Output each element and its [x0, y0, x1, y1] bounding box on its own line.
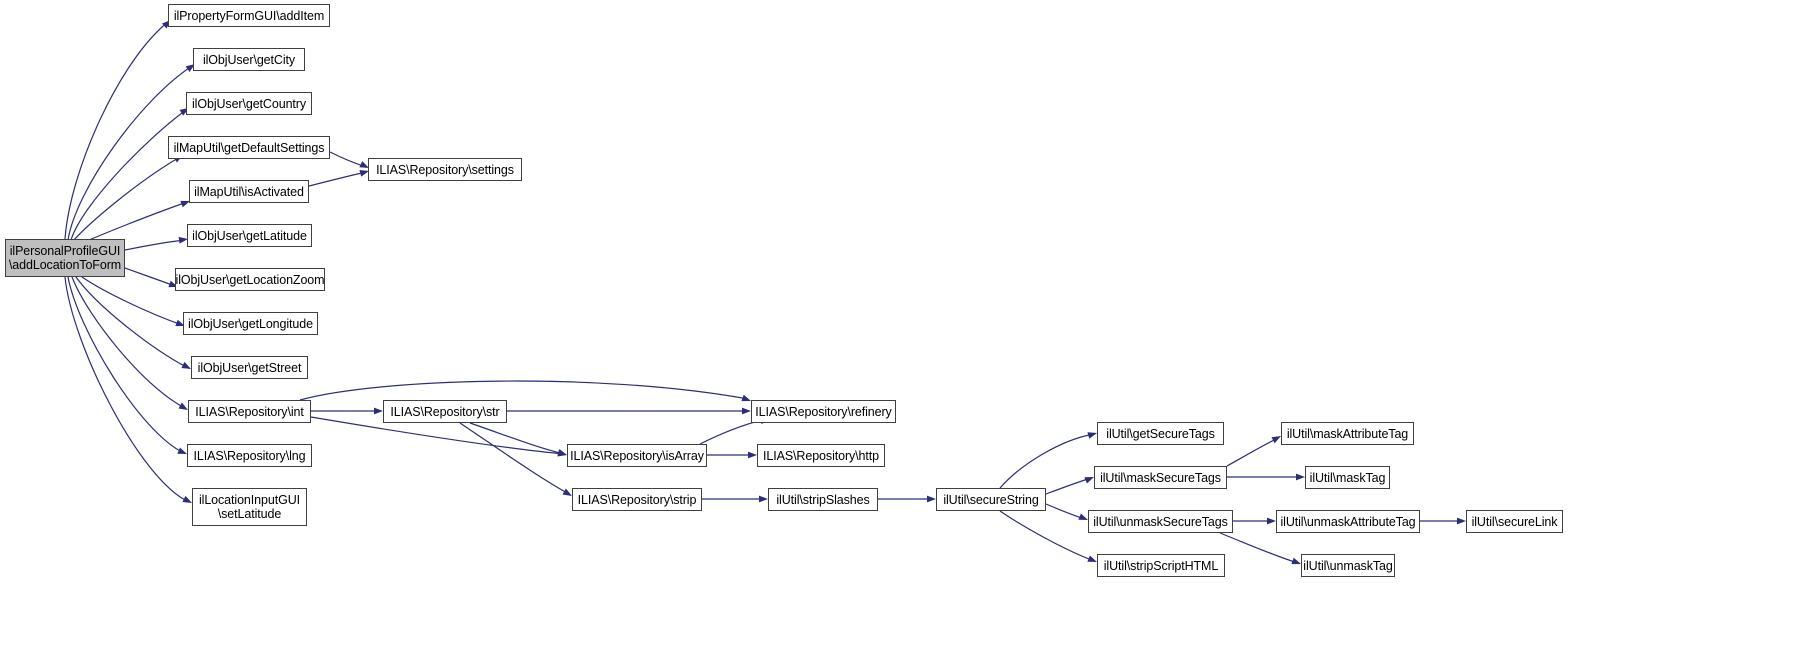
edge-isActivated-to-settings [308, 171, 367, 187]
graph-node-unmaskAttributeTag[interactable]: ilUtil\unmaskAttributeTag [1276, 510, 1420, 533]
graph-node-label: ilUtil\stripScriptHTML [1103, 558, 1219, 573]
graph-node-label: ilUtil\unmaskTag [1303, 558, 1393, 573]
graph-node-getSecureTags[interactable]: ilUtil\getSecureTags [1097, 422, 1224, 445]
graph-node-settings[interactable]: ILIAS\Repository\settings [368, 158, 522, 181]
graph-node-lng[interactable]: ILIAS\Repository\lng [187, 444, 312, 467]
edge-secureString-to-unmaskSecureTags [1045, 503, 1086, 520]
graph-node-maskAttributeTag[interactable]: ilUtil\maskAttributeTag [1281, 422, 1414, 445]
graph-node-root: ilPersonalProfileGUI \addLocationToForm [5, 239, 125, 277]
graph-node-label: ILIAS\Repository\lng [193, 448, 306, 463]
edge-root-to-getLongitude [81, 276, 183, 326]
graph-node-unmaskTag[interactable]: ilUtil\unmaskTag [1301, 554, 1395, 577]
graph-node-addItem[interactable]: ilPropertyFormGUI\addItem [168, 4, 330, 27]
graph-node-getLongitude[interactable]: ilObjUser\getLongitude [183, 312, 318, 335]
graph-node-getLatitude[interactable]: ilObjUser\getLatitude [187, 224, 312, 247]
edge-root-to-getLocationZoom [124, 267, 176, 287]
edge-root-to-int [71, 276, 186, 409]
graph-node-int[interactable]: ILIAS\Repository\int [188, 400, 311, 423]
graph-node-str[interactable]: ILIAS\Repository\str [383, 400, 507, 423]
arrowhead-unmaskSecureTags-to-unmaskAttributeTag [1267, 517, 1276, 525]
graph-node-label: ilUtil\secureString [943, 492, 1039, 507]
graph-node-getLocationZoom[interactable]: ilObjUser\getLocationZoom [175, 268, 325, 291]
graph-node-stripScriptHTML[interactable]: ilUtil\stripScriptHTML [1097, 554, 1225, 577]
graph-node-label: ilUtil\getSecureTags [1106, 426, 1215, 441]
arrowhead-maskSecureTags-to-maskTag [1296, 473, 1305, 481]
graph-node-label: ilObjUser\getLocationZoom [175, 272, 325, 287]
graph-node-label: ilUtil\stripSlashes [776, 492, 870, 507]
graph-node-strip[interactable]: ILIAS\Repository\strip [572, 488, 702, 511]
arrowhead-strip-to-stripSlashes [759, 495, 768, 503]
graph-node-label: ilObjUser\getStreet [197, 360, 302, 375]
graph-node-label: ilObjUser\getLongitude [188, 316, 313, 331]
graph-node-http[interactable]: ILIAS\Repository\http [757, 444, 885, 467]
graph-node-label: ILIAS\Repository\int [195, 404, 304, 419]
graph-node-getCountry[interactable]: ilObjUser\getCountry [186, 92, 312, 115]
graph-node-isArray[interactable]: ILIAS\Repository\isArray [567, 444, 707, 467]
graph-node-label: ILIAS\Repository\refinery [755, 404, 892, 419]
edge-str-to-isArray [469, 422, 565, 455]
edge-root-to-addItem [64, 21, 169, 240]
arrowhead-unmaskAttributeTag-to-secureLink [1457, 517, 1466, 525]
graph-node-label: ilUtil\maskSecureTags [1100, 470, 1221, 485]
graph-node-label: ilMapUtil\isActivated [194, 184, 304, 199]
graph-node-label: ILIAS\Repository\strip [577, 492, 697, 507]
graph-node-stripSlashes[interactable]: ilUtil\stripSlashes [768, 488, 878, 511]
arrowhead-isArray-to-http [748, 451, 757, 459]
graph-node-label: ilObjUser\getLatitude [192, 228, 307, 243]
graph-node-setLatitude[interactable]: ilLocationInputGUI \setLatitude [192, 488, 307, 526]
graph-node-label: ilUtil\maskTag [1309, 470, 1386, 485]
graph-node-label: ilUtil\unmaskSecureTags [1093, 514, 1228, 529]
edge-root-to-getCountry [70, 109, 187, 241]
graph-node-secureString[interactable]: ilUtil\secureString [936, 488, 1046, 511]
graph-node-getStreet[interactable]: ilObjUser\getStreet [191, 356, 308, 379]
edge-root-to-setLatitude [64, 276, 190, 503]
edge-root-to-getLatitude [124, 239, 186, 251]
edge-root-to-isActivated [79, 201, 188, 245]
arrowhead-stripSlashes-to-secureString [927, 495, 936, 503]
graph-node-label: ilObjUser\getCity [202, 52, 296, 67]
edge-int-to-refinery [299, 380, 749, 401]
graph-node-unmaskSecureTags[interactable]: ilUtil\unmaskSecureTags [1088, 510, 1233, 533]
graph-node-label: ILIAS\Repository\isArray [570, 448, 704, 463]
arrowhead-str-to-refinery [742, 407, 751, 415]
graph-node-refinery[interactable]: ILIAS\Repository\refinery [751, 400, 896, 423]
graph-node-label: ilPersonalProfileGUI \addLocationToForm [8, 244, 122, 272]
edge-secureString-to-maskSecureTags [1045, 477, 1092, 495]
graph-node-label: ilUtil\secureLink [1471, 514, 1558, 529]
graph-node-label: ilObjUser\getCountry [191, 96, 307, 111]
graph-node-label: ilLocationInputGUI \setLatitude [198, 493, 301, 521]
graph-node-label: ILIAS\Repository\http [762, 448, 879, 463]
edge-unmaskSecureTags-to-unmaskTag [1219, 532, 1299, 564]
graph-node-label: ilMapUtil\getDefaultSettings [173, 140, 325, 155]
edge-root-to-getStreet [75, 276, 189, 369]
arrowhead-int-to-str [374, 407, 383, 415]
graph-node-isActivated[interactable]: ilMapUtil\isActivated [189, 180, 309, 203]
graph-node-label: ILIAS\Repository\settings [376, 162, 514, 177]
graph-node-label: ILIAS\Repository\str [390, 404, 500, 419]
graph-node-getCity[interactable]: ilObjUser\getCity [193, 48, 305, 71]
edge-secureString-to-stripScriptHTML [999, 510, 1095, 562]
edge-secureString-to-getSecureTags [999, 433, 1095, 489]
edge-getDefault-to-settings [329, 151, 367, 168]
graph-node-label: ilUtil\unmaskAttributeTag [1280, 514, 1416, 529]
graph-node-label: ilUtil\maskAttributeTag [1286, 426, 1409, 441]
graph-node-label: ilPropertyFormGUI\addItem [173, 8, 325, 23]
graph-node-maskSecureTags[interactable]: ilUtil\maskSecureTags [1094, 466, 1227, 489]
graph-node-secureLink[interactable]: ilUtil\secureLink [1466, 510, 1563, 533]
graph-node-maskTag[interactable]: ilUtil\maskTag [1305, 466, 1390, 489]
graph-node-getDefault[interactable]: ilMapUtil\getDefaultSettings [168, 136, 330, 159]
edge-maskSecureTags-to-maskAttributeTag [1226, 437, 1279, 467]
edge-str-to-strip [459, 422, 570, 495]
edge-root-to-getDefault [73, 156, 181, 241]
edge-root-to-lng [67, 276, 185, 454]
